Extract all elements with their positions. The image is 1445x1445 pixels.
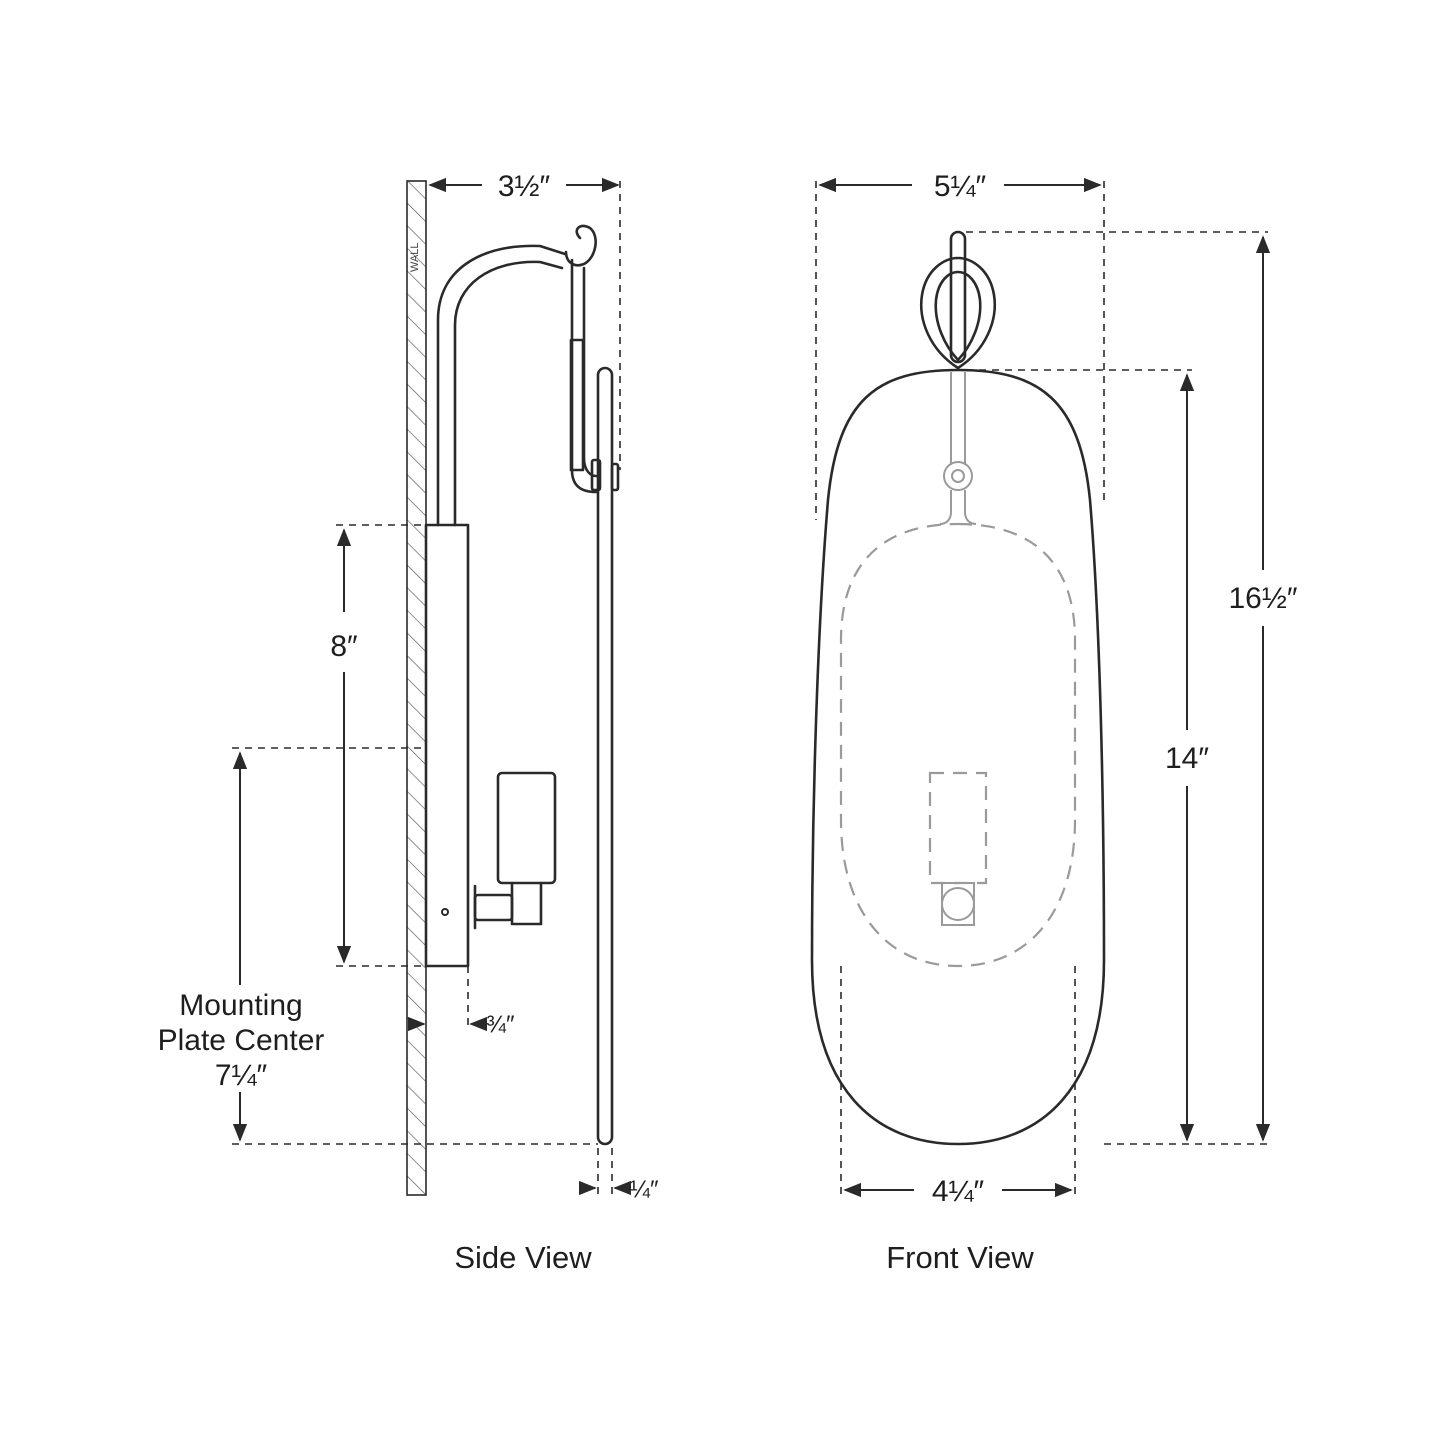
backplate-screw — [441, 908, 449, 916]
depth-label: 3½″ — [498, 170, 551, 203]
backplate-height-dimension: 8″ — [330, 524, 468, 967]
width-dimension: 5¼″ — [815, 170, 1105, 520]
mounting-label-line1: Mounting — [179, 989, 302, 1022]
side-view-caption: Side View — [454, 1240, 592, 1275]
shade-width-dimension: 4¼″ — [840, 966, 1076, 1208]
overall-height-label: 16½″ — [1228, 582, 1297, 615]
depth-dimension: 3½″ — [428, 170, 621, 470]
socket — [496, 771, 557, 885]
sconce-arm — [436, 244, 567, 527]
shade-side — [596, 366, 614, 1146]
hook — [564, 224, 597, 267]
overall-height-dimension: 16½″ — [966, 231, 1298, 1145]
mounting-label-line2: Plate Center — [158, 1024, 325, 1057]
hanging-loop — [919, 256, 997, 370]
front-view: 5¼″ 16½″ 14″ 4¼″ Front View — [810, 170, 1298, 1275]
backplate — [424, 523, 470, 968]
wall-section: WALL — [406, 180, 427, 1196]
width-label: 5¼″ — [934, 170, 987, 203]
shade-thickness-dimension: ¼″ — [578, 1148, 659, 1203]
shade-width-label: 4¼″ — [932, 1175, 985, 1208]
wall-label: WALL — [409, 242, 421, 272]
shade-height-label: 14″ — [1165, 742, 1209, 775]
shade-thickness-label: ¼″ — [630, 1176, 659, 1203]
backplate-depth-dimension: ¾″ — [407, 966, 515, 1038]
mounting-value: 7¼″ — [215, 1059, 268, 1092]
side-view: WALL 3½″ — [158, 170, 659, 1275]
backplate-height-label: 8″ — [330, 630, 358, 663]
shade-front — [810, 368, 1106, 1146]
mounting-center-dimension: Mounting Plate Center 7¼″ — [158, 747, 598, 1145]
shade-height-dimension: 14″ — [966, 369, 1209, 1142]
hidden-hardware — [839, 372, 1077, 968]
backplate-depth-label: ¾″ — [486, 1011, 515, 1038]
front-view-caption: Front View — [886, 1240, 1034, 1275]
